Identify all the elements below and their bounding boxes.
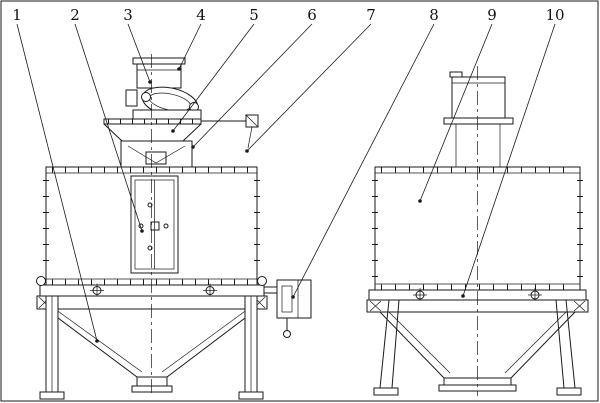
callout-6: 6 [191,6,317,149]
gate-handle [283,330,291,338]
motor-cap [132,57,186,65]
motor-box [136,63,182,89]
outlet-flange [131,385,173,393]
frame-lower-band [36,295,268,310]
feeder-pedestal [132,109,202,120]
callout-10: 10 [461,6,565,298]
callout-label-4: 4 [196,6,206,24]
feeder-inlet [125,89,138,107]
duct-flange [443,117,514,125]
right-view [366,66,589,396]
left-access-door [130,175,179,274]
callout-label-6: 6 [307,6,317,24]
callout-7: 7 [245,6,376,153]
callout-label-1: 1 [12,6,22,24]
callout-label-5: 5 [249,6,259,24]
callout-label-2: 2 [70,6,80,24]
left-feeder-assembly [125,57,202,120]
callout-4: 4 [177,6,206,71]
callout-9: 9 [418,6,497,203]
inlet-flange [103,118,202,125]
callout-2: 2 [70,6,144,233]
leg-side-left [373,387,399,396]
leg-side-right [556,387,582,396]
callout-3: 3 [123,6,152,84]
callout-label-3: 3 [123,6,133,24]
callout-5: 5 [171,6,259,133]
callout-label-7: 7 [366,6,376,24]
left-discharge-gate [264,279,312,338]
callout-label-8: 8 [429,6,439,24]
callout-8: 8 [291,6,439,299]
right-top-box [443,71,514,167]
right-legs [373,299,582,396]
callout-label-10: 10 [545,6,564,24]
left-view [36,54,312,400]
air-duct-box [451,76,506,119]
left-frame [36,283,268,310]
frame-upper-band [39,284,265,297]
callout-label-9: 9 [487,6,497,24]
callout-1: 1 [12,6,99,343]
left-legs [36,276,267,400]
callouts: 1 2 3 4 5 6 7 8 [12,6,565,343]
left-level-indicator [201,114,259,149]
